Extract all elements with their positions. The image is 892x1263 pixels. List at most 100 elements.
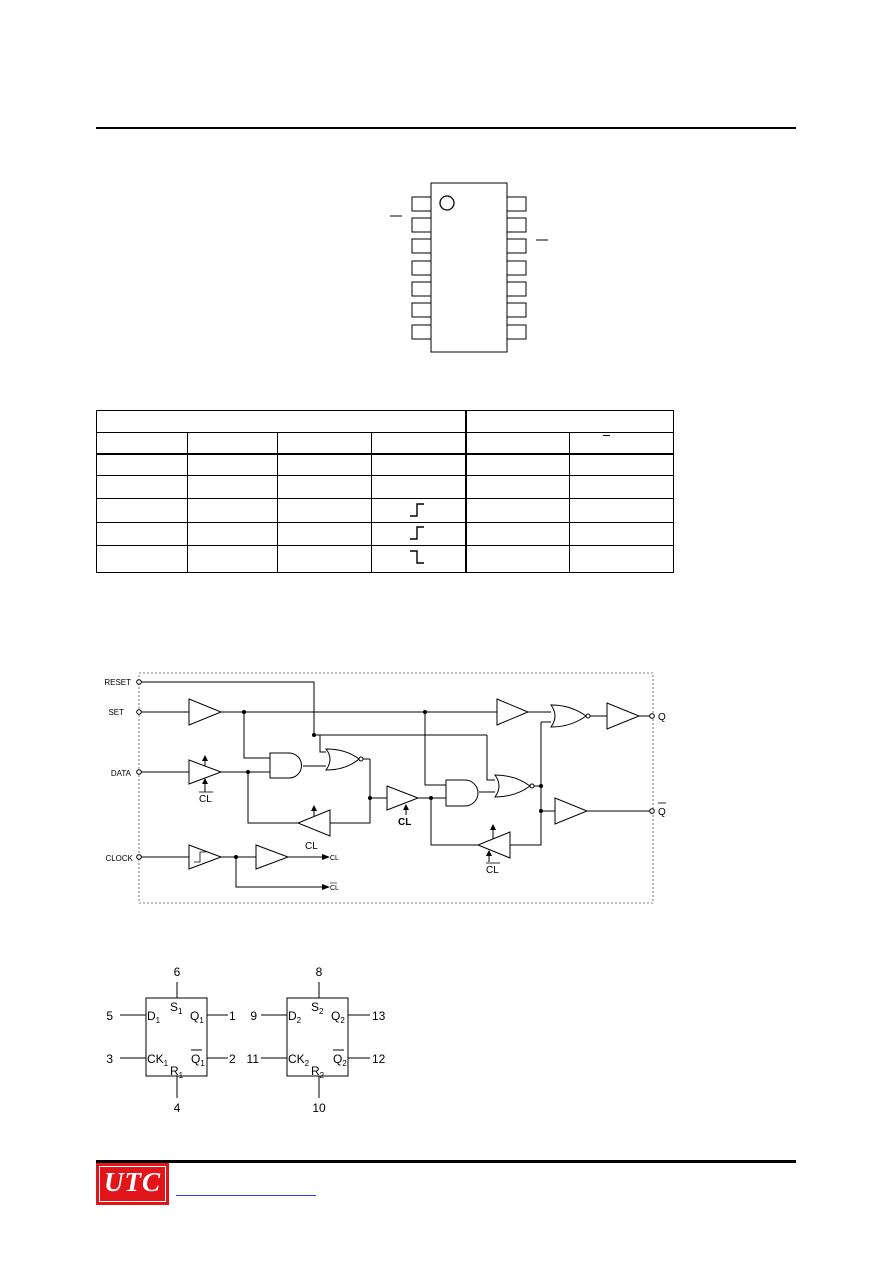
cl-small-label: CL [330,855,339,862]
or-gate-2 [494,774,531,798]
reset-terminal [136,679,142,685]
pin-left [411,302,432,318]
ff2-s-label: S [311,1000,319,1014]
ff1-qbar-label: Q [191,1052,200,1066]
table-cell [371,497,466,524]
ff2-ck-label: CK [288,1052,305,1066]
svg-text:Q2: Q2 [331,1009,345,1025]
ic-boundary [138,672,654,904]
svg-text:S2: S2 [311,1000,324,1016]
table-cell [371,545,466,573]
table-subheader-row [96,431,674,456]
q-terminal [649,713,655,719]
footer-link[interactable] [176,1195,316,1196]
utc-logo: UTC [96,1163,169,1205]
svg-text:Q1: Q1 [190,1009,204,1025]
ff2-pin-ck: 11 [247,1052,260,1066]
ff2-pin-q: 13 [372,1009,386,1023]
ff1-pin-s: 6 [174,965,181,979]
buffers [188,698,641,870]
cl-label: CL [305,841,318,852]
ff2-d-label: D [288,1009,297,1023]
logic-symbol: 6 5 1 3 2 4 8 9 13 11 12 10 S1 D1 Q1 CK1… [106,965,386,1115]
ff2-pin-qbar: 12 [372,1052,386,1066]
table-cell [96,431,188,456]
table-cell [371,431,466,456]
logo-text: UTC [104,1167,161,1197]
ff1-d-label: D [147,1009,156,1023]
table-cell [464,431,570,456]
table-header-row [96,410,674,433]
flip-flop-2-box [286,997,349,1077]
ff2-r-label: R [311,1064,320,1078]
svg-text:R2: R2 [311,1064,325,1080]
inversion-bubble [585,713,591,719]
table-row [96,453,674,476]
pin-right [506,281,527,297]
table-cell [187,431,278,456]
ff1-s-label: S [170,1000,178,1014]
or-gate-1 [324,748,360,771]
rising-edge-icon [410,526,424,540]
table-row [96,545,674,573]
logic-diagram: RESET SET DATA CLOCK Q Q [104,672,666,904]
inversion-bubble [358,756,364,762]
svg-text:Q2: Q2 [333,1052,347,1068]
pin-left [411,281,432,297]
transmission-gate [386,785,420,811]
table-cell [569,431,674,456]
svg-text:D2: D2 [288,1009,302,1025]
rising-edge-icon [410,503,424,517]
pin-left [411,260,432,276]
cl-bar-small-label: CL [330,885,339,892]
pin-configuration-diagram [390,182,548,353]
footer-rule [96,1160,796,1163]
arrowheads [202,755,496,890]
table-cell [277,431,372,456]
schmitt-symbol [194,851,206,863]
ff2-qbar-label: Q [333,1052,342,1066]
ic-body [430,182,508,353]
ff2-pin-r: 10 [312,1101,326,1115]
svg-text:D1: D1 [147,1009,161,1025]
outputs-header [464,410,674,433]
pin1-marker [439,195,455,211]
ff1-r-label: R [170,1064,179,1078]
pin-right [506,217,527,233]
qbar-output-label: Q [658,807,666,818]
inputs-header [96,410,466,433]
svg-text:R1: R1 [170,1064,184,1080]
truth-table [96,410,674,573]
table-row [96,497,674,524]
junctions [234,710,543,859]
feedback-gate-2 [476,831,511,859]
ff2-q-label: Q [331,1009,340,1023]
pin-right [506,196,527,212]
svg-text:CK2: CK2 [288,1052,310,1068]
inversion-bubble [529,783,535,789]
data-terminal [136,769,142,775]
buffer-clock [188,844,223,870]
and-gate-1 [269,752,302,779]
svg-text:Q1: Q1 [191,1052,205,1068]
clock-terminal [136,854,142,860]
pin-left [411,196,432,212]
pin-right [506,302,527,318]
left-pins [411,196,432,340]
table-row [96,474,674,499]
ff1-pin-r: 4 [174,1101,181,1115]
svg-text:CK1: CK1 [147,1052,169,1068]
ff1-pin-ck: 3 [106,1052,113,1066]
pin-right [506,324,527,340]
ff1-pin-q: 1 [229,1009,236,1023]
cl-label: CL [398,817,411,828]
data-label: DATA [111,769,132,778]
or-gates [324,704,587,798]
buffer-qbar [554,797,589,825]
ff1-pin-qbar: 2 [229,1052,236,1066]
and-gates [269,752,479,807]
buffer-set2 [496,698,530,726]
table-cell [371,522,466,547]
buffer-q [606,702,641,730]
and-gate-2 [445,779,479,807]
